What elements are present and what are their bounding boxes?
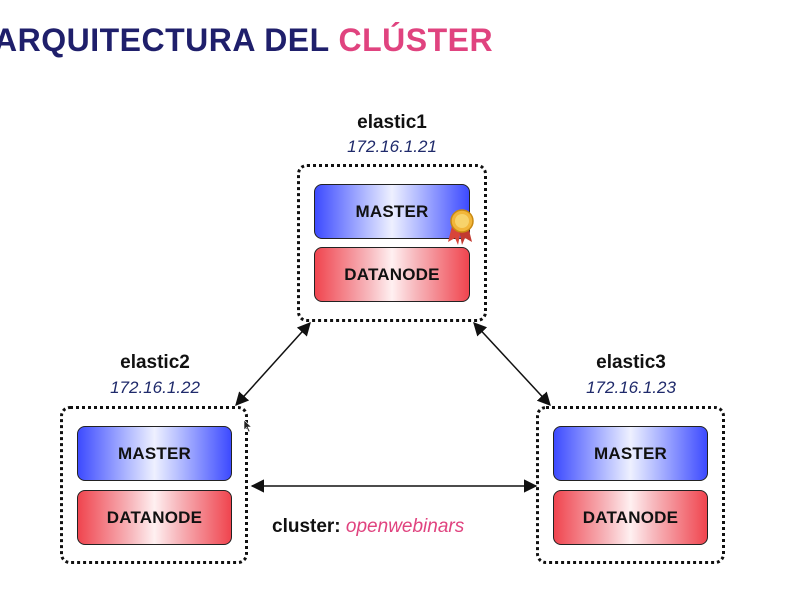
node-elastic1-master-role: MASTER — [314, 184, 470, 239]
node-elastic1-datanode-role: DATANODE — [314, 247, 470, 302]
node-elastic3-ip: 172.16.1.23 — [586, 378, 676, 397]
node-elastic3-box — [536, 406, 725, 564]
node-elastic2-datanode-role: DATANODE — [77, 490, 232, 545]
node-elastic2-master-role: MASTER — [77, 426, 232, 481]
cursor-icon — [243, 419, 253, 433]
page-title: ARQUITECTURA DEL CLÚSTER — [0, 22, 493, 59]
node-elastic3-master-role: MASTER — [553, 426, 708, 481]
cluster-name: openwebinars — [345, 516, 465, 537]
link-elastic1-elastic2 — [235, 321, 311, 407]
node-elastic1-ip: 172.16.1.21 — [347, 137, 437, 156]
node-elastic2-ip: 172.16.1.22 — [110, 378, 200, 397]
node-elastic2-name: elastic2 — [120, 352, 190, 373]
link-elastic1-elastic3 — [473, 322, 551, 406]
title-part-1: ARQUITECTURA DEL — [0, 22, 339, 58]
title-part-2: CLÚSTER — [338, 22, 494, 58]
medal-icon — [448, 209, 474, 245]
node-elastic2-box — [60, 406, 248, 564]
node-elastic1-box — [297, 164, 487, 322]
node-elastic3-datanode-role: DATANODE — [553, 490, 708, 545]
node-elastic3-name: elastic3 — [596, 352, 666, 373]
cluster-label: cluster: openwebinars — [272, 516, 464, 538]
cluster-label-key: cluster: — [272, 516, 341, 537]
node-elastic1-name: elastic1 — [357, 112, 427, 133]
